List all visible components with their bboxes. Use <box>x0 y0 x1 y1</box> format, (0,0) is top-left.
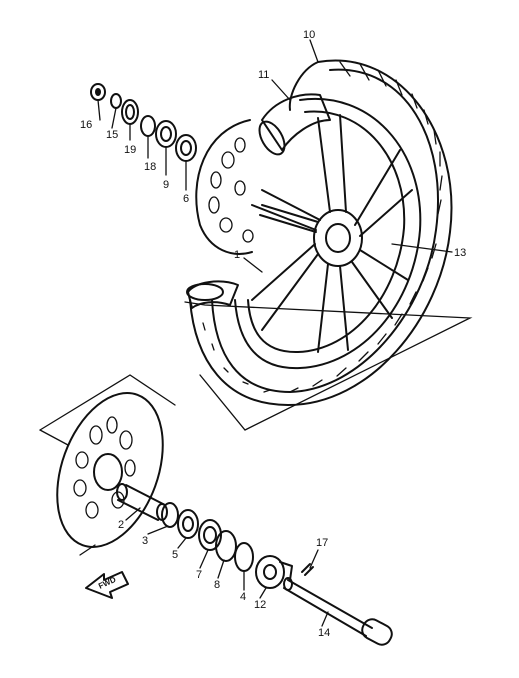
wheel-assembly <box>189 59 453 406</box>
part-5-bearing <box>177 509 199 539</box>
upper-platform-outline <box>184 301 473 431</box>
brake-disc-lower <box>56 392 164 548</box>
spacer-parts-upper <box>90 83 197 162</box>
label-part-10: 10 <box>303 29 316 41</box>
part-4-ring <box>234 542 254 572</box>
label-part-2: 2 <box>118 519 125 531</box>
spacer-parts-lower <box>161 502 293 589</box>
part-12-gear-housing <box>255 555 285 589</box>
tire <box>189 59 453 406</box>
part-18-collar <box>140 115 156 137</box>
label-part-3: 3 <box>142 535 149 547</box>
label-part-5: 5 <box>172 549 179 561</box>
label-part-18: 18 <box>144 161 157 173</box>
label-part-19: 19 <box>124 144 137 156</box>
forward-arrow: FWD <box>85 571 129 599</box>
label-part-4: 4 <box>240 591 247 603</box>
leader-lines <box>97 39 453 627</box>
label-part-12: 12 <box>254 599 267 611</box>
label-part-1: 1 <box>234 249 241 261</box>
part-9-bearing <box>155 120 177 148</box>
label-part-11: 11 <box>258 69 270 81</box>
brake-disc-upper <box>195 119 254 255</box>
hub <box>313 209 363 267</box>
part-3-bearing <box>161 502 179 528</box>
part-17-clip <box>301 563 314 576</box>
part-14-axle <box>283 577 393 646</box>
part-6-bearing <box>175 134 197 162</box>
part-11-tube <box>258 93 331 156</box>
label-part-17: 17 <box>316 537 329 549</box>
part-7-seal <box>198 519 222 551</box>
label-part-13: 13 <box>454 247 467 259</box>
part-8-ring <box>215 530 237 562</box>
part-15-washer <box>110 93 122 109</box>
wheel-spokes <box>251 114 413 353</box>
label-part-8: 8 <box>214 579 221 591</box>
label-part-6: 6 <box>183 193 190 205</box>
label-part-15: 15 <box>106 129 119 141</box>
label-part-14: 14 <box>318 627 331 639</box>
part-19-seal <box>121 99 139 125</box>
part-1-tube-end <box>186 280 239 309</box>
label-part-9: 9 <box>163 179 170 191</box>
label-part-7: 7 <box>196 569 203 581</box>
label-part-16: 16 <box>80 119 93 131</box>
rim <box>234 97 422 370</box>
